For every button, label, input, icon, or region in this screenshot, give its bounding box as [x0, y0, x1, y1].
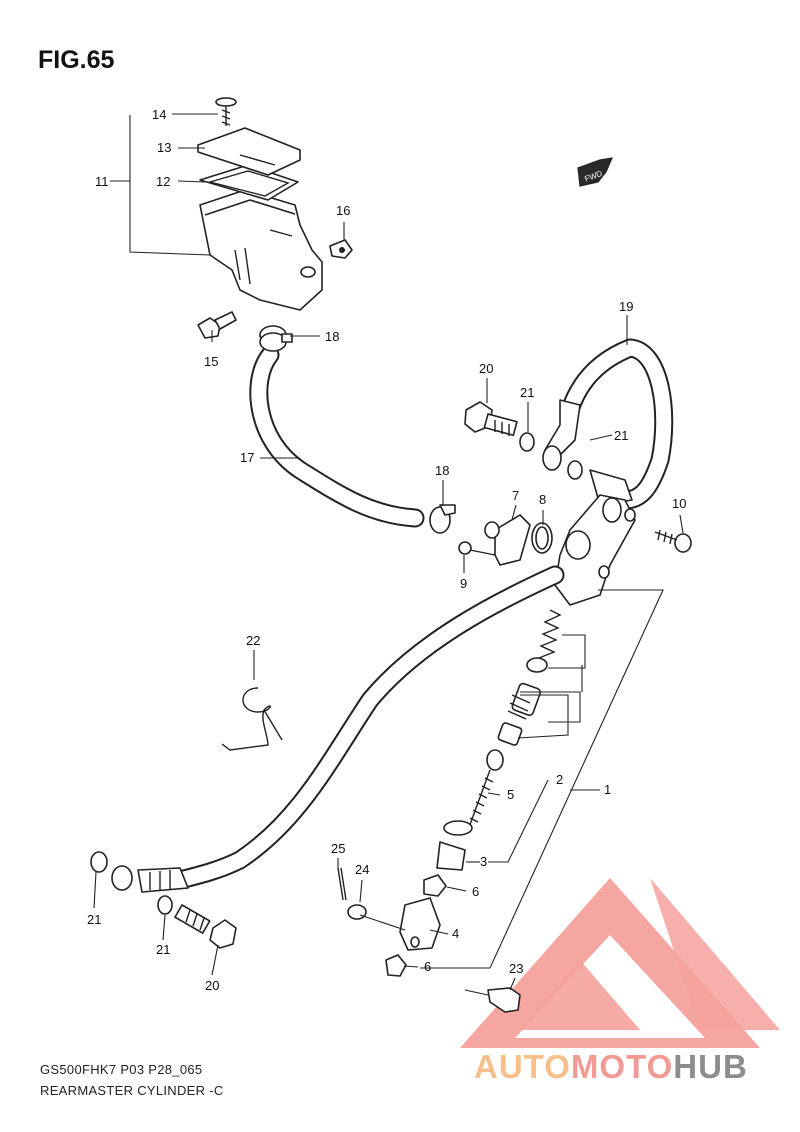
callout-21c: 21 [87, 912, 101, 927]
reservoir-tank [199, 189, 323, 311]
cotter-pin [337, 867, 347, 901]
callout-8: 8 [539, 492, 546, 507]
callout-5: 5 [507, 787, 514, 802]
hose-clip [221, 687, 283, 751]
watermark-logo [460, 878, 780, 1048]
callout-13: 13 [157, 140, 171, 155]
watermark-auto: AUTO [474, 1048, 571, 1085]
callout-4: 4 [452, 926, 459, 941]
reservoir-cap [197, 127, 301, 176]
clevis [399, 897, 441, 951]
hose-clamp-upper [259, 325, 293, 352]
callout-20b: 20 [205, 978, 219, 993]
reservoir-nut [329, 239, 353, 259]
sealing-washer-d [157, 895, 173, 915]
callout-1: 1 [604, 782, 611, 797]
figure-title: FIG.65 [38, 46, 115, 74]
sealing-washer-a [519, 432, 535, 452]
lock-nut-a [423, 874, 447, 897]
callout-11: 11 [95, 174, 109, 189]
callout-3: 3 [480, 854, 487, 869]
union-bolt-lower [174, 904, 237, 949]
washer [347, 904, 367, 920]
sealing-washer-b [567, 460, 583, 480]
callout-7: 7 [512, 488, 519, 503]
callout-15: 15 [204, 354, 218, 369]
clevis-pin [487, 987, 521, 1013]
callout-6a: 6 [472, 884, 479, 899]
callout-14: 14 [152, 107, 166, 122]
callout-9: 9 [460, 576, 467, 591]
boot [436, 820, 473, 871]
reservoir-bolt [197, 311, 237, 339]
hose-connector [484, 514, 531, 566]
callout-17: 17 [240, 450, 254, 465]
piston-set [497, 657, 548, 746]
callout-22: 22 [246, 633, 260, 648]
return-spring [538, 609, 562, 659]
hose-clamp-lower [429, 504, 456, 534]
callout-23: 23 [509, 961, 523, 976]
reservoir-diaphragm [199, 164, 299, 201]
brake-hose-upper [542, 338, 674, 510]
leader-lines [93, 113, 684, 996]
watermark-hub: HUB [673, 1048, 748, 1085]
callout-10: 10 [672, 496, 686, 511]
callout-19: 19 [619, 299, 633, 314]
push-rod [467, 749, 504, 831]
union-bolt-upper [464, 401, 518, 437]
callout-21b: 21 [614, 428, 628, 443]
model-code: GS500FHK7 P03 P28_065 [40, 1062, 203, 1077]
callout-12: 12 [156, 174, 170, 189]
callout-21d: 21 [156, 942, 170, 957]
lock-nut-b [385, 954, 407, 977]
callout-2: 2 [556, 772, 563, 787]
callout-6b: 6 [424, 959, 431, 974]
connector-screw [458, 541, 496, 556]
sealing-washer-c [90, 851, 108, 873]
reservoir-hose [249, 345, 425, 528]
o-ring [531, 522, 553, 554]
forward-direction-arrow: FWD [577, 157, 613, 187]
callout-21a: 21 [520, 385, 534, 400]
figure-description: REARMASTER CYLINDER -C [40, 1083, 224, 1098]
callout-24: 24 [355, 862, 369, 877]
callout-25: 25 [331, 841, 345, 856]
brake-hose-lower [111, 565, 565, 893]
watermark-moto: MOTO [570, 1048, 674, 1085]
callout-18a: 18 [325, 329, 339, 344]
callout-20a: 20 [479, 361, 493, 376]
watermark-text: AUTOMOTOHUB [474, 1048, 748, 1086]
callout-18b: 18 [435, 463, 449, 478]
mounting-bolt-right [654, 529, 692, 553]
callout-16: 16 [336, 203, 350, 218]
callout-labels: 1 2 3 4 5 6 6 7 8 9 10 11 12 13 14 15 16… [87, 107, 686, 993]
master-cylinder-body [554, 494, 636, 606]
cap-screw [215, 97, 237, 126]
